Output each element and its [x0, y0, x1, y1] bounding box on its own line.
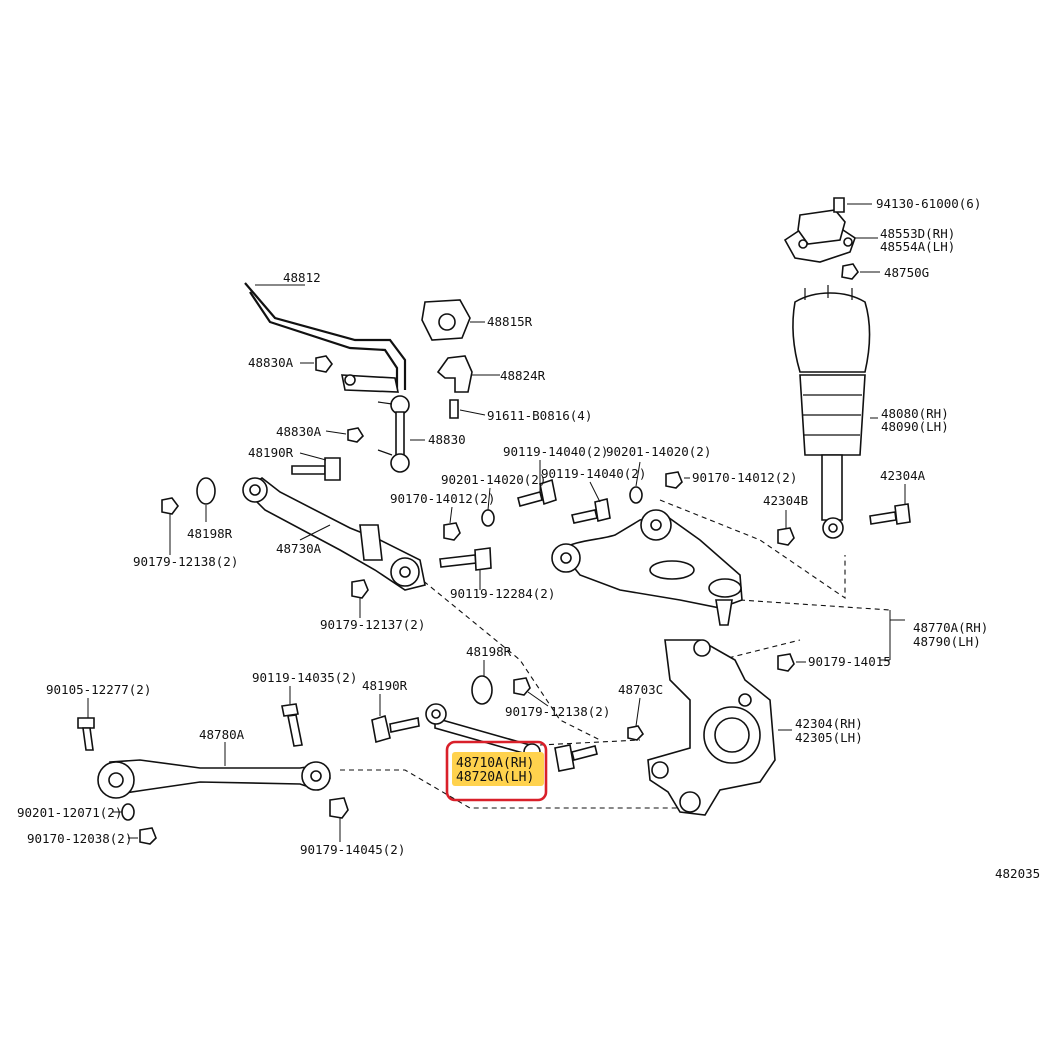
label-90179-12138-left: 90179-12138(2)	[133, 554, 238, 569]
bolt-42304a[interactable]	[869, 503, 911, 525]
part-labels: 94130-61000(6) 48553D(RH) 48554A(LH) 487…	[17, 196, 1040, 881]
label-90119-12284: 90119-12284(2)	[450, 586, 555, 601]
nut-90170-14012-left-icon	[443, 522, 461, 541]
nut-48830a-top-icon	[315, 355, 333, 373]
label-48812: 48812	[283, 270, 321, 285]
label-90119-14035: 90119-14035(2)	[252, 670, 357, 685]
diagram-id: 482035	[995, 866, 1040, 881]
lower-arm-48730a[interactable]	[242, 477, 426, 591]
label-91611-b0816: 91611-B0816(4)	[487, 408, 592, 423]
bolt-90119-12284[interactable]	[439, 547, 492, 571]
highlighted-part-rh: 48710A(RH)	[456, 756, 534, 771]
label-90201-14020-top: 90201-14020(2)	[606, 444, 711, 459]
nut-42304b-icon	[777, 527, 795, 546]
stabilizer-link-48830[interactable]	[377, 395, 410, 473]
nut-90179-12137-icon	[351, 579, 369, 599]
label-90179-12138-bottom: 90179-12138(2)	[505, 704, 610, 719]
nut-90170-12038-icon	[139, 827, 157, 845]
steering-knuckle-42304[interactable]	[647, 639, 776, 816]
label-48830a-mid: 48830A	[276, 424, 322, 439]
label-48080: 48080(RH)	[881, 406, 949, 421]
label-48198r-bottom: 48198R	[466, 644, 512, 659]
label-42304b: 42304B	[763, 493, 808, 508]
bolt-48190r-top[interactable]	[291, 457, 341, 481]
label-42305: 42305(LH)	[795, 730, 863, 745]
label-94130-61000: 94130-61000(6)	[876, 196, 981, 211]
label-48815r: 48815R	[487, 314, 533, 329]
nut-90179-12138-left-icon	[161, 497, 179, 515]
washer-90201-12071-icon	[121, 803, 135, 821]
washer-90201-14020-mid-icon	[481, 509, 495, 527]
label-48830: 48830	[428, 432, 466, 447]
label-48190r-top: 48190R	[248, 445, 294, 460]
label-48780a: 48780A	[199, 727, 245, 742]
washer-48198r-bottom[interactable]	[471, 675, 493, 705]
bolt-90119-14040-top[interactable]	[517, 478, 557, 507]
label-48090: 48090(LH)	[881, 419, 949, 434]
label-90179-14045: 90179-14045(2)	[300, 842, 405, 857]
label-48554a: 48554A(LH)	[880, 239, 955, 254]
nut-48750g-icon	[841, 263, 859, 280]
bolt-90119-14040-mid[interactable]	[571, 498, 611, 524]
dashed-reference-lines	[340, 499, 891, 809]
nut-90179-14015-icon	[777, 653, 795, 672]
label-48824r: 48824R	[500, 368, 546, 383]
label-90170-14012-right: 90170-14012(2)	[692, 470, 797, 485]
air-spring-shock-absorber[interactable]	[792, 285, 871, 539]
label-48770a: 48770A(RH)	[913, 620, 988, 635]
nut-90179-12138-bottom-icon	[513, 677, 531, 696]
label-90170-14012-left: 90170-14012(2)	[390, 491, 495, 506]
leader-lines	[87, 203, 906, 842]
label-90201-14020-mid: 90201-14020(2)	[441, 472, 546, 487]
bolt-90119-14035[interactable]	[281, 703, 303, 747]
label-90119-14040-mid: 90119-14040(2)	[541, 466, 646, 481]
washer-90201-14020-top-icon	[629, 486, 643, 504]
bolt-90105-12277[interactable]	[77, 717, 95, 751]
label-48703c: 48703C	[618, 682, 663, 697]
bolt-91611-icon	[449, 399, 459, 419]
label-42304a: 42304A	[880, 468, 926, 483]
label-48553d: 48553D(RH)	[880, 226, 955, 241]
label-90170-12038: 90170-12038(2)	[27, 831, 132, 846]
highlighted-part-callout[interactable]: 48710A(RH) 48720A(LH)	[445, 740, 548, 802]
lower-arm-48780a[interactable]	[97, 759, 332, 799]
nut-90179-14045-icon	[329, 797, 349, 819]
label-48190r-bottom: 48190R	[362, 678, 408, 693]
nut-48703c-icon	[627, 725, 645, 741]
label-90201-12071: 90201-12071(2)	[17, 805, 122, 820]
label-48790: 48790(LH)	[913, 634, 981, 649]
bracket-48824r[interactable]	[436, 355, 473, 393]
label-90179-12137: 90179-12137(2)	[320, 617, 425, 632]
nut-48830a-mid-icon	[347, 427, 365, 443]
nut-90170-14012-right-icon	[665, 471, 683, 489]
label-48750g: 48750G	[884, 265, 929, 280]
label-48830a-top: 48830A	[248, 355, 294, 370]
label-48198r-top: 48198R	[187, 526, 233, 541]
bolt-48190r-bottom[interactable]	[371, 714, 420, 744]
label-48730a: 48730A	[276, 541, 322, 556]
upper-support-mount[interactable]	[783, 197, 856, 263]
bushing-48815r[interactable]	[421, 299, 471, 341]
label-90119-14040-top: 90119-14040(2)	[503, 444, 608, 459]
upper-arm-48770a[interactable]	[551, 509, 743, 626]
stabilizer-bar-48812[interactable]	[244, 282, 407, 393]
label-90179-14015: 90179-14015	[808, 654, 891, 669]
highlighted-part-lh: 48720A(LH)	[456, 770, 534, 785]
label-42304: 42304(RH)	[795, 716, 863, 731]
washer-48198r-top[interactable]	[196, 477, 216, 505]
label-90105-12277: 90105-12277(2)	[46, 682, 151, 697]
